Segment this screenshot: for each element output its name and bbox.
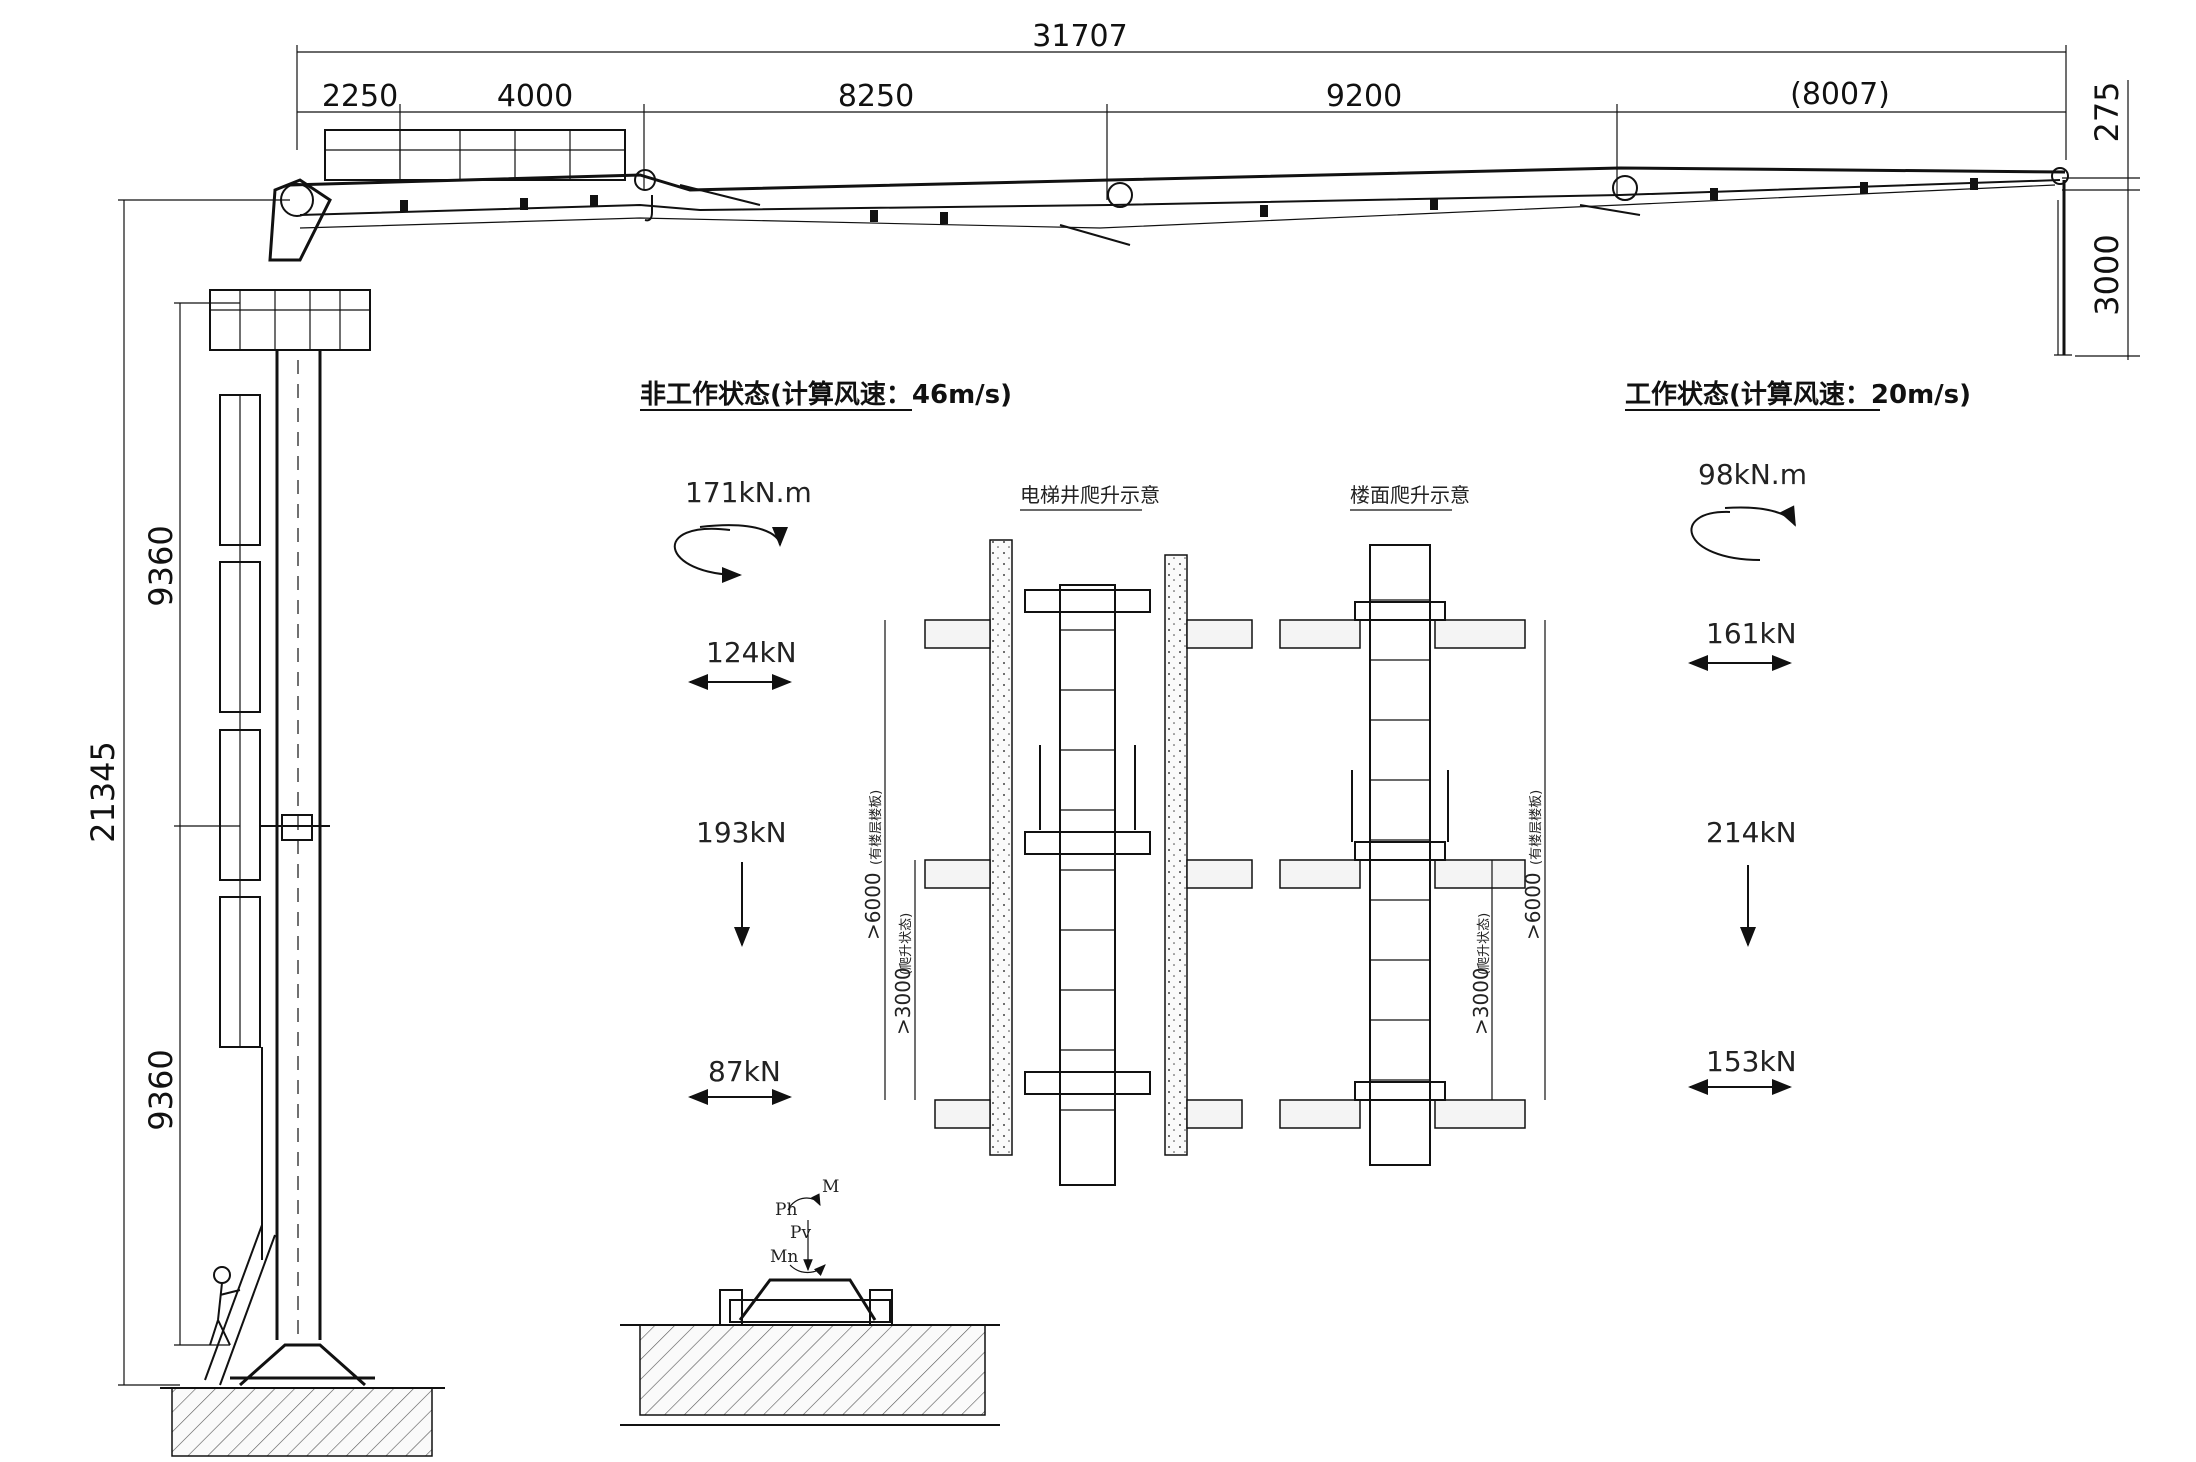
working-shear-top: 161kN xyxy=(1706,617,1797,650)
top-dimension-chain: 31707 2250 4000 8250 9200 (8007) xyxy=(296,19,2067,200)
elevator-title: 电梯井爬升示意 xyxy=(1020,483,1160,507)
elevator-spacing-3000: >3000 xyxy=(891,967,915,1035)
non-working-vertical: 193kN xyxy=(696,816,787,849)
non-working-moment: 171kN.m xyxy=(685,476,812,509)
dim-end-hose: 3000 xyxy=(2088,234,2126,315)
non-working-loads: 171kN.m 124kN 193kN 87kN xyxy=(673,476,812,1105)
floor-spacing-3000: >3000 xyxy=(1469,967,1493,1035)
floor-spacing-3000-note: (爬升状态) xyxy=(1477,913,1492,975)
floor-climbing: 楼面爬升示意 >6000 (有楼层楼板) >300 xyxy=(1279,483,1546,1166)
elevator-spacing-6000: >6000 xyxy=(861,872,885,940)
dim-mast-lower: 9360 xyxy=(142,1049,180,1130)
dim-total-reach: 31707 xyxy=(1032,19,1127,54)
dim-segment-3: 8250 xyxy=(838,79,914,114)
elevator-mast-rungs xyxy=(1060,629,1115,1111)
moment-arrow xyxy=(673,527,742,583)
floor-title: 楼面爬升示意 xyxy=(1350,483,1470,507)
working-shear-bottom: 153kN xyxy=(1706,1045,1797,1078)
elevator-spacing-3000-note: (爬升状态) xyxy=(899,913,914,975)
force-M: M xyxy=(822,1177,839,1197)
elevator-shaft-climbing: 电梯井爬升示意 >6000 xyxy=(861,483,1253,1186)
mast-tower xyxy=(160,178,445,1457)
dim-mast-height: 21345 xyxy=(84,741,122,843)
force-Pv: Pv xyxy=(790,1223,811,1243)
boom-clamps xyxy=(400,178,1978,224)
floor-mast-rungs xyxy=(1370,599,1430,1081)
dim-segment-1: 2250 xyxy=(322,79,398,114)
non-working-heading: 非工作状态(计算风速：46m/s) xyxy=(640,379,1012,410)
working-vertical: 214kN xyxy=(1706,816,1797,849)
placing-boom xyxy=(289,129,2072,356)
force-Ph: Ph xyxy=(775,1200,797,1220)
working-moment: 98kN.m xyxy=(1698,458,1807,491)
dim-segment-5: (8007) xyxy=(1790,77,1890,112)
force-Mn: Mn xyxy=(770,1247,798,1267)
floor-spacing-6000: >6000 xyxy=(1521,872,1545,940)
elevator-spacing-6000-note: (有楼层楼板) xyxy=(869,790,884,865)
base-foundation-detail: M Ph Pv Mn xyxy=(620,1177,1000,1426)
mast-dimension-chain: 21345 9360 9360 xyxy=(84,199,290,1386)
dim-mast-upper: 9360 xyxy=(142,525,180,606)
right-dimension-chain: 275 3000 xyxy=(2062,80,2140,360)
floor-spacing-6000-note: (有楼层楼板) xyxy=(1529,790,1544,865)
dim-segment-4: 9200 xyxy=(1326,79,1402,114)
dim-tip-offset: 275 xyxy=(2088,81,2126,142)
dim-segment-2: 4000 xyxy=(497,79,573,114)
non-working-shear-top: 124kN xyxy=(706,636,797,669)
working-loads: 98kN.m 161kN 214kN 153kN xyxy=(1688,458,1807,1095)
working-heading: 工作状态(计算风速：20m/s) xyxy=(1625,379,1971,410)
non-working-shear-bottom: 87kN xyxy=(708,1055,781,1088)
